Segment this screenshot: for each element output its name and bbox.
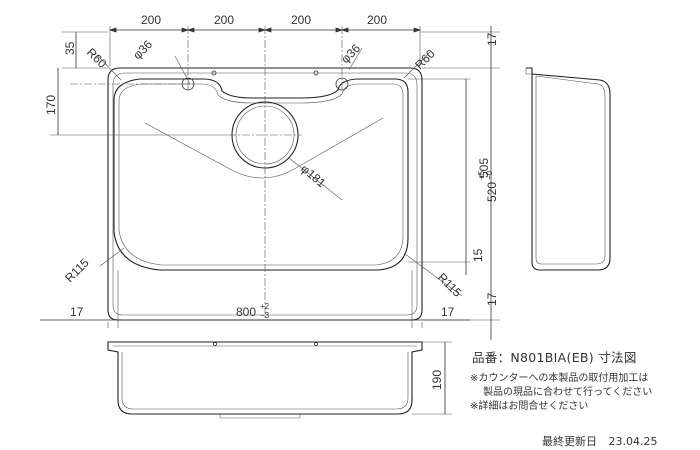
front-view: 190 [107, 341, 452, 419]
bowl-slope-left [144, 122, 297, 179]
dim-right-505: 505 [477, 158, 491, 178]
dim-hole-left: φ36 [130, 37, 155, 62]
dim-overall-width-tol-plus: +2 [260, 302, 270, 311]
mount-dot-right [313, 70, 319, 76]
dim-width-4: 200 [367, 13, 387, 27]
mount-dot-left [211, 70, 217, 76]
sink-bowl-inner [118, 83, 404, 266]
dim-bottom-right-17: 17 [441, 305, 455, 319]
note-line-3: ※詳細はお問合せください [470, 401, 589, 412]
dim-radius-top-left: R60 [84, 45, 110, 71]
sink-flange-inner [112, 72, 418, 316]
dim-width-3: 200 [291, 13, 311, 27]
dim-width-1: 200 [141, 13, 161, 27]
last-updated: 最終更新日 23.04.25 [542, 433, 657, 449]
sink-bowl-outline [113, 78, 409, 271]
dim-radius-bottom-right: R115 [435, 270, 465, 300]
side-view [525, 67, 611, 271]
drawing-notes: 品番：N801BIA(EB) 寸法図 ※カウンターへの本製品の取付用加工は 製品… [470, 347, 695, 414]
dim-right-520-tol-plus: +5 [477, 170, 486, 180]
dim-bottom-left-17: 17 [70, 305, 84, 319]
dim-width-2: 200 [214, 13, 234, 27]
dim-radius-bottom-left: R115 [62, 255, 92, 285]
dim-overall-width-tol-minus: −3 [260, 311, 270, 320]
dim-right-15: 15 [471, 248, 485, 262]
dim-right-17-top: 17 [485, 32, 499, 46]
dim-overall-width: 800 [236, 305, 256, 319]
dim-left-35: 35 [63, 41, 77, 55]
product-title: 品番：N801BIA(EB) 寸法図 [472, 350, 637, 365]
note-line-2: 製品の現品に合わせて行ってください [483, 387, 653, 398]
dim-left-170: 170 [44, 95, 58, 115]
last-updated-date: 23.04.25 [608, 435, 658, 448]
plan-view: 200 200 200 200 35 170 R60 φ36 φ36 R60 φ… [40, 13, 500, 340]
dim-right-520: 520 [485, 182, 499, 202]
dim-right-520-tol-minus: −0 [485, 170, 494, 180]
dim-right-17-bottom: 17 [485, 292, 499, 306]
dim-front-height: 190 [430, 370, 444, 390]
note-line-1: ※カウンターへの本製品の取付用加工は [470, 373, 649, 384]
bowl-slope-right [295, 117, 384, 169]
last-updated-label: 最終更新日 [542, 435, 597, 448]
